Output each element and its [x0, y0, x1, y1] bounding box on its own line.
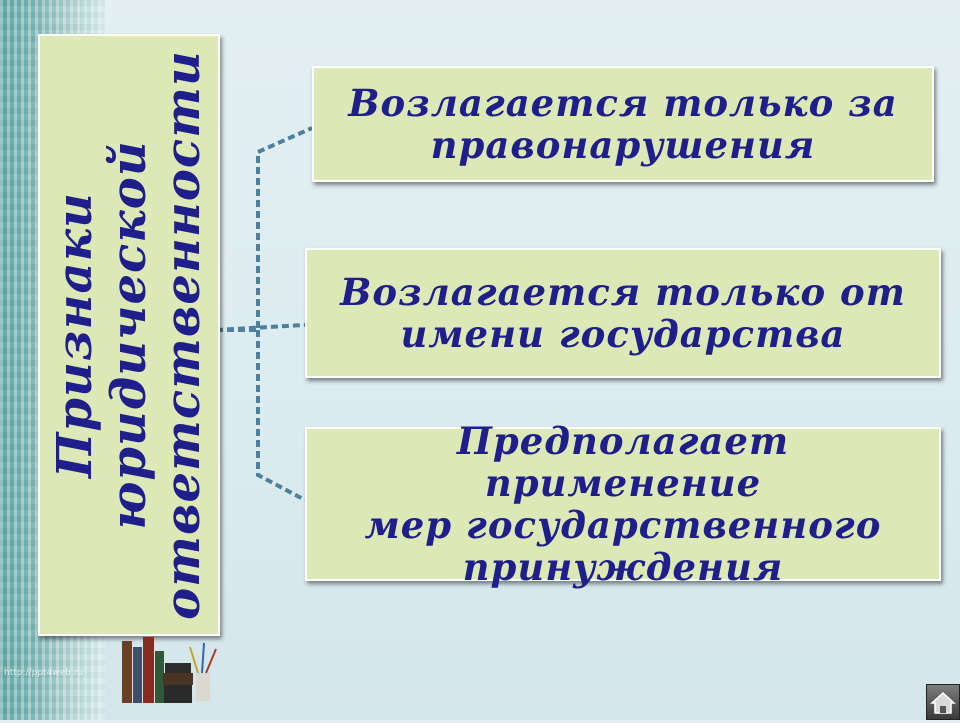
- item-1-line: правонарушения: [430, 123, 816, 167]
- connector-to-item-2: [215, 323, 306, 332]
- item-box-1: Возлагается только за правонарушения: [312, 66, 934, 182]
- item-3-line: мер государственного: [364, 503, 882, 547]
- item-box-3: Предполагает применение мер государствен…: [305, 420, 941, 588]
- watermark: http://ppt4web.ru: [4, 668, 84, 678]
- root-title: Признаки юридической ответственности: [47, 40, 211, 630]
- home-button[interactable]: [926, 684, 960, 720]
- item-2-line: Возлагается только от: [340, 270, 906, 314]
- root-title-line: ответственности: [155, 50, 211, 620]
- item-2-line: имени государства: [400, 312, 846, 356]
- root-box: Признаки юридической ответственности: [38, 34, 220, 636]
- books-pencils-icon: [122, 637, 217, 703]
- item-3-line: принуждения: [462, 545, 784, 589]
- home-icon: [930, 691, 956, 714]
- connector-to-item-1: [216, 126, 313, 332]
- item-3-line: Предполагает применение: [456, 419, 790, 505]
- connector-to-item-3: [256, 330, 306, 502]
- item-box-2: Возлагается только от имени государства: [305, 248, 941, 378]
- root-title-line: Признаки: [47, 192, 103, 478]
- root-title-line: юридической: [101, 140, 157, 530]
- item-1-line: Возлагается только за: [348, 81, 898, 125]
